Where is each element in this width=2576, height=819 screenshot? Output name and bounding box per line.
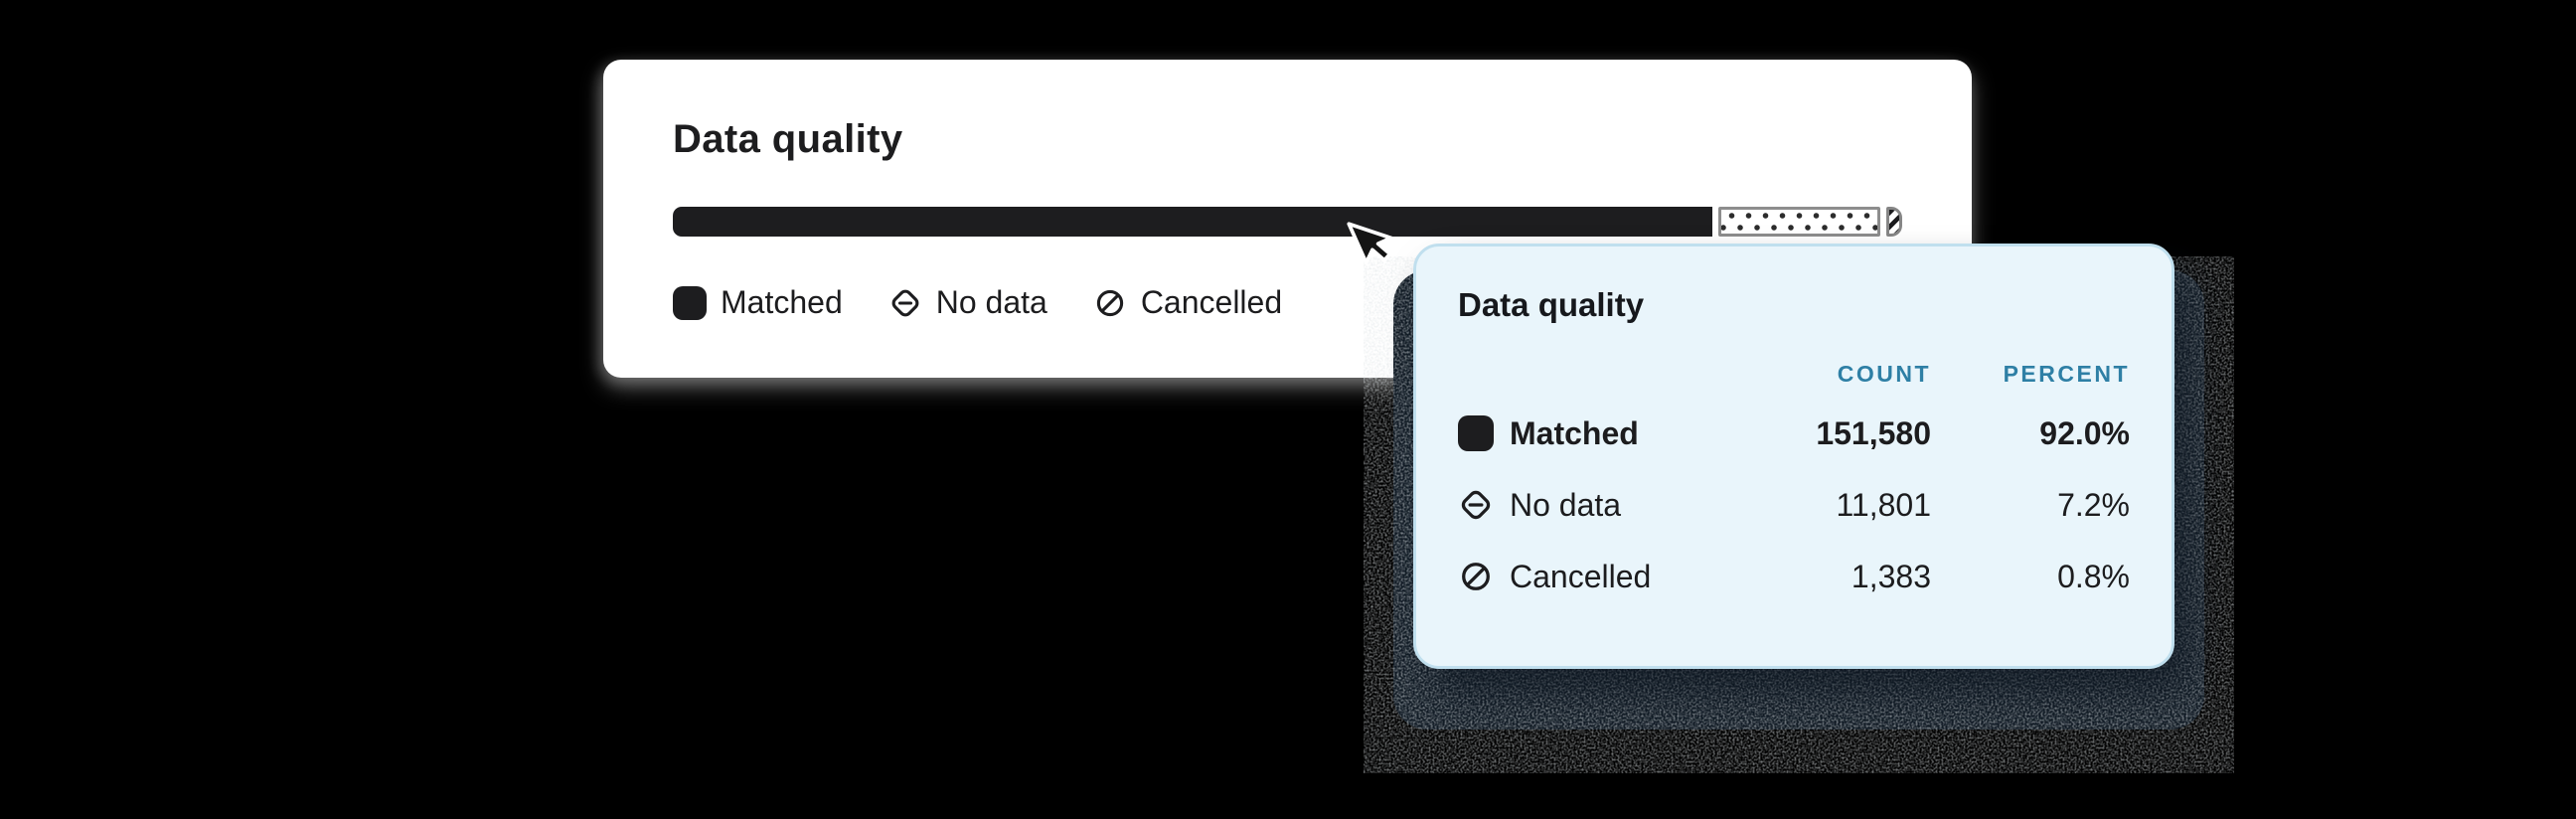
diamond-minus-icon — [1461, 490, 1491, 520]
column-header-percent: PERCENT — [2003, 360, 2130, 387]
column-header-count: COUNT — [1837, 360, 1931, 387]
circle-slash-icon — [1462, 563, 1490, 590]
circle-slash-icon — [1096, 289, 1123, 316]
card-title: Data quality — [673, 117, 903, 161]
tooltip-title: Data quality — [1458, 286, 1645, 323]
legend: Matched No data Cancelled — [673, 284, 1902, 321]
table-row-no-data: No data 11,801 7.2% — [1458, 469, 2130, 541]
row-percent: 0.8% — [2057, 558, 2130, 594]
bar-segment-cancelled[interactable] — [1886, 207, 1902, 237]
legend-item-matched[interactable]: Matched — [673, 284, 843, 321]
diamond-minus-icon — [891, 289, 919, 316]
legend-item-cancelled[interactable]: Cancelled — [1093, 284, 1282, 321]
solid-square-swatch-icon — [673, 285, 707, 320]
legend-label: Cancelled — [1140, 284, 1283, 320]
row-count: 151,580 — [1816, 414, 1931, 451]
table-row-cancelled: Cancelled 1,383 0.8% — [1458, 541, 2130, 612]
data-quality-card: Data quality Matched No data — [603, 60, 1972, 378]
row-count: 11,801 — [1836, 486, 1932, 523]
row-percent: 92.0% — [2039, 414, 2130, 451]
legend-label: No data — [935, 284, 1047, 320]
row-count: 1,383 — [1851, 558, 1931, 594]
solid-square-swatch-icon — [1458, 415, 1494, 451]
bar-segment-no-data[interactable] — [1717, 207, 1880, 237]
bar-segment-matched[interactable] — [673, 207, 1712, 237]
data-quality-bar[interactable] — [673, 207, 1902, 237]
legend-label: Matched — [721, 284, 843, 320]
legend-item-no-data[interactable]: No data — [888, 284, 1047, 321]
row-label: Cancelled — [1458, 559, 1683, 595]
data-quality-tooltip: Data quality COUNT PERCENT Matched 151,5… — [1413, 244, 2174, 669]
tooltip-table-header: COUNT PERCENT — [1458, 360, 2130, 388]
row-percent: 7.2% — [2057, 486, 2130, 523]
row-label: No data — [1458, 487, 1683, 524]
table-row-matched: Matched 151,580 92.0% — [1458, 398, 2130, 469]
row-label: Matched — [1458, 415, 1683, 452]
